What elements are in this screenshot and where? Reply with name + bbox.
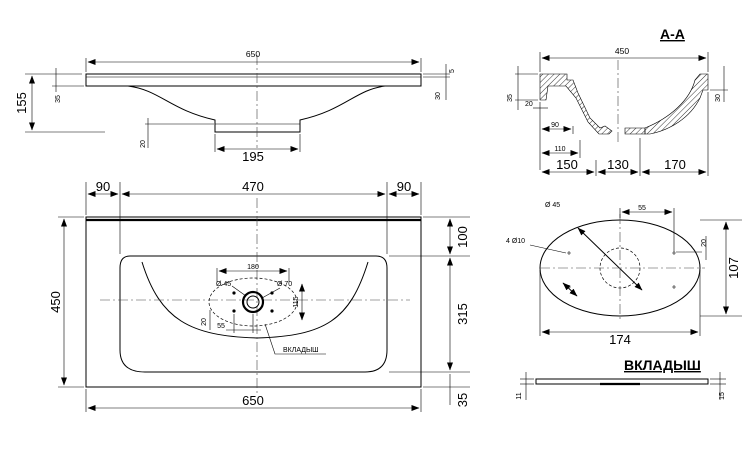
dim-front-650: 650 [246,49,260,59]
plan-bowl-rim [119,255,388,373]
dim-sec-90: 90 [551,122,559,129]
front-countertop [85,73,422,87]
dim-plan-100: 100 [455,226,470,248]
ins-left-11: 11 [516,392,523,399]
ins-d45: Ø 45 [545,202,560,209]
dim-sec-130: 130 [607,157,629,172]
dim-plan-35: 35 [455,393,470,407]
front-view: 650 155 35 5 30 20 195 [14,49,456,164]
section-a-a: А-А 450 35 30 20 90 110 [507,26,728,176]
dim-sec-450: 450 [615,46,629,56]
dim-sec-20: 20 [525,101,533,108]
plan-insert-ellipse [208,277,298,327]
dim-plan-315: 315 [455,303,470,325]
front-bowl-profile [127,85,386,133]
dim-plan-650: 650 [242,393,264,408]
dim-plan-top-470: 470 [242,179,264,194]
dim-plan-top-90-left: 90 [96,179,110,194]
plan-insert-label: ВКЛАДЫШ [283,347,319,354]
dim-sec-35: 35 [507,94,514,102]
dim-plan-d45: Ø 45 [216,281,231,288]
dim-plan-180: 180 [247,264,259,271]
ins-d174: 174 [609,332,631,347]
ins-d107: 107 [726,257,741,279]
ins-holes: 4 Ø10 [506,238,525,245]
section-drain [624,127,646,135]
plan-drain-outer [241,290,265,314]
dim-front-35: 35 [55,95,62,103]
dim-sec-150: 150 [556,157,578,172]
dim-sec-110: 110 [554,146,565,153]
dim-front-30: 30 [435,92,442,100]
dim-plan-115: 115 [293,296,300,307]
dim-plan-450: 450 [48,291,63,313]
dim-plan-20: 20 [201,318,208,326]
section-right-wall [644,73,709,135]
dim-front-195: 195 [242,149,264,164]
plan-outline [85,216,422,388]
dim-front-155: 155 [14,92,29,114]
plan-view: 180 Ø 45 Ø 70 115 20 55 ВКЛАДЫШ 90 470 9… [48,179,470,412]
dim-plan-d70: Ø 70 [277,281,292,288]
section-title: А-А [660,26,685,42]
dim-front-5: 5 [449,69,456,73]
section-left-wall [539,73,613,135]
ins-d20: 20 [701,239,708,247]
ins-d55: 55 [638,205,646,212]
dim-sec-170: 170 [664,157,686,172]
insert-mount-holes [562,251,676,297]
insert-title: ВКЛАДЫШ [624,357,701,373]
dim-plan-55: 55 [217,323,225,330]
dim-front-20: 20 [140,140,147,148]
ins-right-15: 15 [719,392,726,400]
plan-drain-inner [246,295,260,309]
dim-plan-top-90-right: 90 [397,179,411,194]
dim-sec-30: 30 [715,94,722,102]
insert-detail: Ø 45 55 4 Ø10 20 107 174 ВКЛАДЫШ 11 15 [506,202,742,400]
